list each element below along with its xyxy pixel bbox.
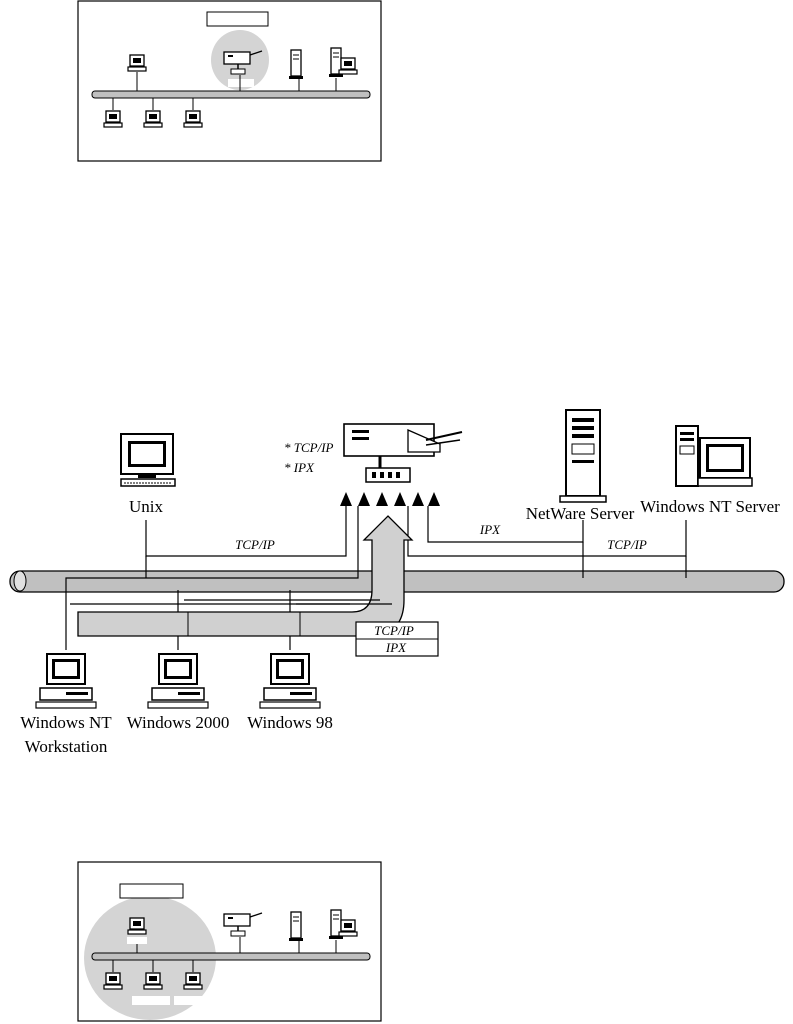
nt-server-monitor-icon — [338, 57, 358, 75]
unix-label: Unix — [129, 497, 164, 516]
client-protocol-box — [355, 621, 439, 657]
client-pc-icon — [103, 972, 123, 990]
thumbnail-cable — [91, 90, 371, 99]
network-cable-end — [13, 570, 27, 592]
nt-server-icon — [675, 425, 753, 487]
nt-workstation-label-line2: Workstation — [25, 737, 108, 756]
nt-server-label: Windows NT Server — [640, 497, 780, 516]
unix-link-line — [145, 506, 347, 557]
win2000-label: Windows 2000 — [127, 713, 230, 732]
printer-protocol-ipx: * IPX — [284, 460, 315, 475]
client-label-box — [174, 996, 212, 1005]
workstation-icon — [127, 54, 147, 72]
client-pc-icon — [183, 110, 203, 128]
nt-workstation-link-line — [65, 506, 359, 650]
server-tower-icon — [288, 911, 304, 942]
printer-icon — [343, 423, 463, 483]
client-pc-icon — [183, 972, 203, 990]
thumbnail-caption-box — [119, 883, 184, 899]
win98-label: Windows 98 — [247, 713, 333, 732]
nt-workstation-label-line1: Windows NT — [20, 713, 112, 732]
netware-link-line — [427, 506, 584, 543]
workstation-label-box — [127, 937, 147, 944]
printer-port-arrows — [340, 492, 440, 506]
main-diagram: * TCP/IP * IPX Unix — [9, 409, 785, 756]
win2000-icon — [147, 653, 209, 709]
nt-workstation-icon — [35, 653, 97, 709]
bottom-thumbnail — [77, 861, 382, 1022]
nt-server-link-protocol: TCP/IP — [607, 537, 647, 552]
netware-server-label: NetWare Server — [526, 504, 635, 523]
unix-computer-icon — [120, 433, 176, 487]
client-pc-icon — [103, 110, 123, 128]
client-pc-icon — [143, 110, 163, 128]
win98-icon — [259, 653, 321, 709]
nt-server-link-line — [407, 506, 687, 557]
thumbnail-caption-box — [206, 11, 269, 27]
client-pc-icon — [143, 972, 163, 990]
client-label-box — [132, 996, 170, 1005]
server-tower-icon — [288, 49, 304, 80]
netware-server-icon — [559, 409, 607, 503]
printer-protocol-tcpip: * TCP/IP — [284, 440, 334, 455]
printer-label-box — [228, 79, 254, 87]
workstation-icon — [127, 917, 147, 935]
unix-link-protocol: TCP/IP — [235, 537, 275, 552]
thumbnail-cable — [91, 952, 371, 961]
nt-server-monitor-icon — [338, 919, 358, 937]
client-protocol-tcpip: TCP/IP — [374, 623, 414, 638]
netware-link-protocol: IPX — [479, 522, 501, 537]
client-protocol-ipx: IPX — [385, 640, 407, 655]
top-thumbnail — [77, 0, 382, 162]
